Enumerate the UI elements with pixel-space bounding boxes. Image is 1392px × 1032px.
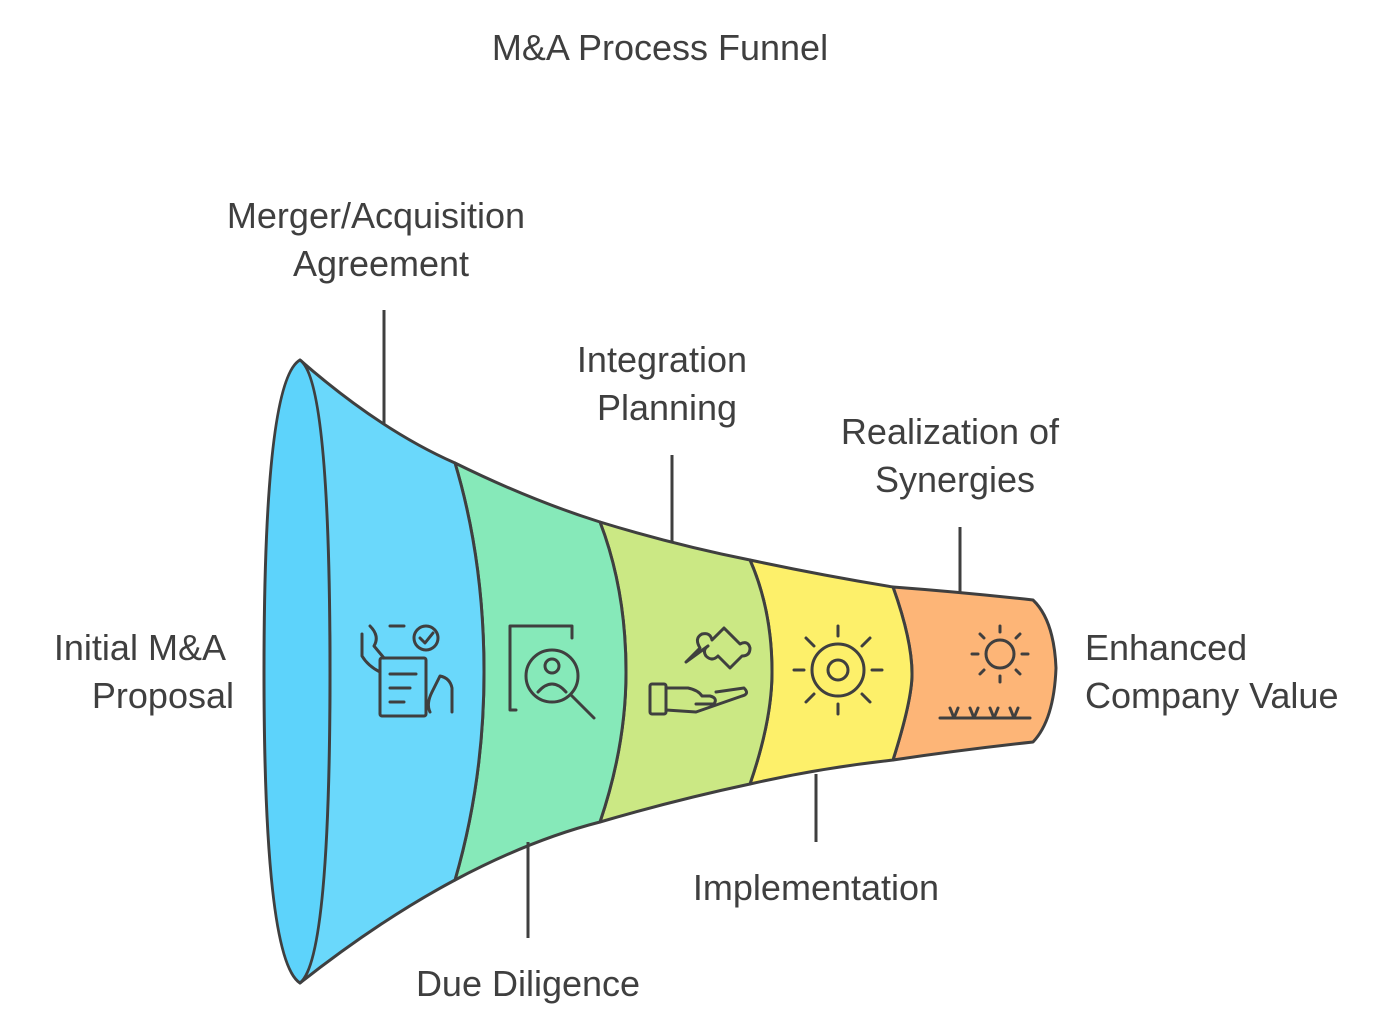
label-synergies: Realization of Synergies [841,411,1069,500]
label-enhanced-value: Enhanced Company Value [1085,627,1338,716]
checklist-hand-icon [360,624,454,718]
label-initial-proposal: Initial M&A Proposal [54,627,234,716]
puzzle-hand-icon [648,626,752,716]
magnifier-person-icon [508,624,596,720]
label-agreement: Merger/Acquisition Agreement [227,195,535,284]
label-implementation: Implementation [693,867,939,908]
diagram-title: M&A Process Funnel [492,27,828,68]
funnel-segment-implementation [748,558,914,786]
sun-gear-icon [792,624,884,716]
sun-grass-icon [938,624,1032,720]
label-due-diligence: Due Diligence [416,963,640,1004]
funnel-mouth [262,358,332,985]
funnel [262,358,1058,985]
label-integration-planning: Integration Planning [577,339,757,428]
funnel-segment-synergies [891,585,1058,762]
